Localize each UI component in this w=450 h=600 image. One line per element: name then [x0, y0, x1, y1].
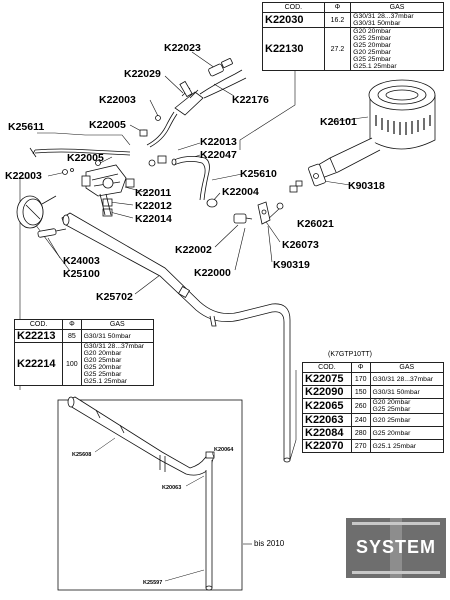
part-label-k22013: K22013 — [200, 136, 237, 148]
pilot-tube-k25611 — [29, 147, 131, 158]
part-label-k22004: K22004 — [222, 186, 259, 198]
part-label-k25610: K25610 — [240, 168, 277, 180]
table-row: K22213 85 G30/31 50mbar — [13, 329, 155, 343]
col-phi: Φ — [62, 319, 82, 330]
part-label-k26021: K26021 — [297, 218, 334, 230]
logo-text: SYSTEM — [356, 537, 436, 557]
inset-old-version — [57, 396, 243, 591]
part-label-k22176: K22176 — [232, 94, 269, 106]
pilot-burner-group — [139, 58, 247, 148]
part-label-k26073: K26073 — [282, 239, 319, 251]
table-caption: (K7GTP10TT) — [328, 351, 372, 358]
part-label-k20063: K20063 — [162, 485, 182, 491]
part-label-k25611: K25611 — [8, 121, 45, 133]
manifold-pipe-k25702 — [61, 193, 291, 463]
col-gas: GAS — [80, 319, 155, 330]
col-gas: GAS — [369, 362, 445, 373]
part-label-k22003: K22003 — [5, 170, 42, 182]
part-label-k25597: K25597 — [143, 580, 163, 586]
part-label-k25100: K25100 — [63, 268, 100, 280]
col-phi: Φ — [323, 2, 352, 13]
nozzle-table-pilot: COD. Φ GAS K22030 16.2 G30/31 28...37mba… — [262, 2, 444, 71]
table-row: K22075 170 G30/31 28...37mbar — [302, 372, 445, 386]
part-label-k24003: K24003 — [63, 255, 100, 267]
part-label-k25702: K25702 — [96, 291, 133, 303]
nozzle-table-pilot-injector: COD. Φ GAS K22213 85 G30/31 50mbar K2221… — [13, 319, 155, 386]
part-label-k22005: K22005 — [67, 152, 104, 164]
part-label-k90318: K90318 — [348, 180, 385, 192]
part-label-k22014: K22014 — [135, 213, 172, 225]
part-label-k22029: K22029 — [124, 68, 161, 80]
table-row: K22090 150 G30/31 50mbar — [302, 385, 445, 399]
part-label-k22012: K22012 — [135, 200, 172, 212]
fittings — [102, 155, 298, 225]
nozzle-table-main: COD. Φ GAS K22075 170 G30/31 28...37mbar… — [302, 362, 445, 453]
part-label-k22047: K22047 — [200, 149, 237, 161]
table-row: K22070 270 G25.1 25mbar — [302, 439, 445, 453]
col-cod: COD. — [262, 2, 325, 13]
col-phi: Φ — [350, 362, 371, 373]
part-label-k22005: K22005 — [89, 119, 126, 131]
part-label-k25608: K25608 — [72, 452, 92, 458]
part-label-k26101: K26101 — [320, 116, 357, 128]
part-label-k22023: K22023 — [164, 42, 201, 54]
col-cod: COD. — [302, 362, 352, 373]
col-gas: GAS — [350, 2, 444, 13]
table-row: K22063 240 G20 25mbar — [302, 413, 445, 427]
part-label-k22011: K22011 — [135, 187, 172, 199]
part-label-k22003: K22003 — [99, 94, 136, 106]
table-row: K22084 280 G25 20mbar — [302, 426, 445, 440]
gas-valve — [16, 160, 127, 238]
part-label-k22000: K22000 — [194, 267, 231, 279]
part-label-k90319: K90319 — [273, 259, 310, 271]
bis-2010-note: bis 2010 — [254, 539, 285, 548]
burner-k26101 — [295, 79, 436, 187]
part-label-k22002: K22002 — [175, 244, 212, 256]
system-logo: SYSTEM — [346, 518, 446, 578]
col-cod: COD. — [13, 319, 64, 330]
part-label-k20064: K20064 — [214, 447, 234, 453]
